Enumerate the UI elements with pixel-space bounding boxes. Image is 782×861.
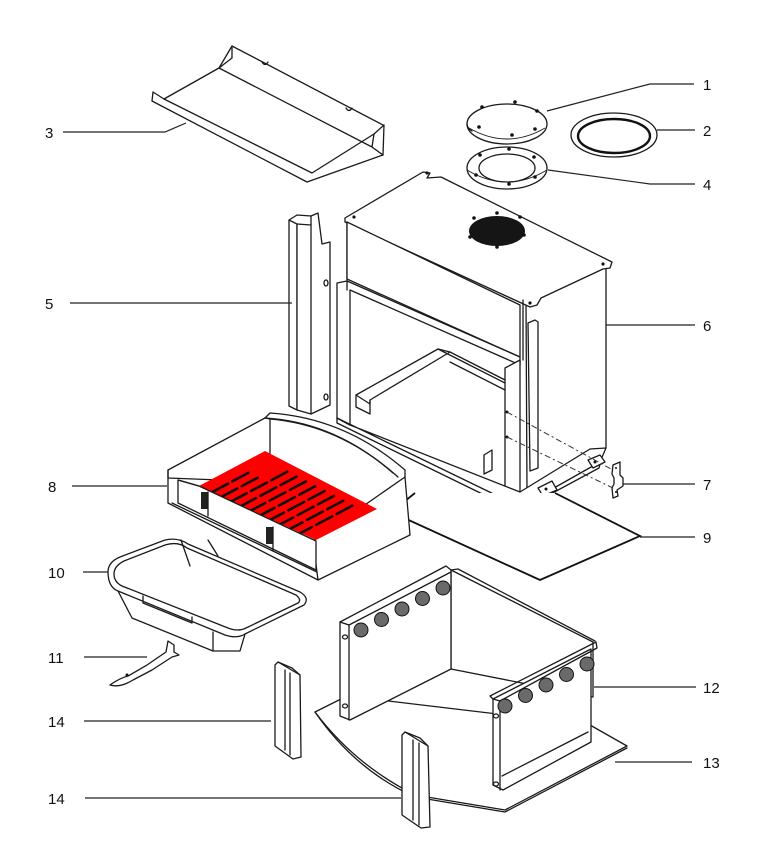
vent-icon [579, 656, 595, 672]
label-part-10: 10 [48, 565, 65, 582]
vent-icon [559, 667, 574, 682]
part-5-side-rail[interactable] [288, 212, 331, 415]
grate-slot [288, 480, 308, 492]
part-3-deflector-tray[interactable] [151, 45, 385, 183]
label-part-4: 4 [703, 177, 711, 194]
label-part-1: 1 [703, 77, 711, 94]
vent-icon [538, 677, 554, 693]
grate-slot [238, 496, 258, 508]
vent-icon [518, 688, 533, 703]
label-part-7: 7 [703, 477, 711, 494]
grate-slot [268, 490, 287, 502]
part-14-foot-upper[interactable] [274, 661, 302, 760]
grate-slot [325, 499, 345, 511]
vents-right [497, 656, 595, 714]
grate-slot [259, 486, 278, 498]
grate-slot [296, 505, 315, 517]
part-2-sealing-ring[interactable] [570, 112, 658, 158]
label-part-14a: 14 [48, 714, 65, 731]
grate-slot [314, 515, 334, 527]
part-7-bracket[interactable] [611, 461, 624, 499]
grate-slot [298, 484, 317, 496]
grate-slot [279, 475, 298, 487]
grate-slot [248, 501, 267, 513]
vent-icon [497, 698, 513, 714]
vent-icon [374, 612, 389, 627]
part-11-ash-pan-handle[interactable] [109, 640, 180, 687]
grate-slot [270, 470, 289, 482]
grate-slot [210, 482, 230, 494]
part-8-grate-assembly[interactable] [167, 412, 411, 581]
grate-slot [335, 504, 354, 516]
grate-slot [305, 510, 325, 522]
part-14-foot-lower[interactable] [401, 731, 431, 829]
grate-slot [249, 481, 269, 493]
label-part-5: 5 [45, 296, 53, 313]
grate-slot [231, 471, 250, 483]
vent-icon [394, 601, 410, 617]
part-1-cover-plate[interactable] [466, 100, 548, 145]
part-12-heat-shield[interactable] [339, 565, 598, 791]
part-9-base-plate[interactable] [399, 492, 643, 581]
label-part-9: 9 [703, 530, 711, 547]
part-4-flue-collar[interactable] [466, 146, 548, 190]
grate-slot [316, 494, 336, 506]
vent-icon [353, 622, 369, 638]
vent-icon [415, 591, 430, 606]
part-10-ash-pan[interactable] [107, 538, 307, 652]
grate-slot [229, 492, 248, 504]
label-part-11: 11 [48, 650, 64, 667]
label-part-2: 2 [703, 123, 711, 140]
label-part-3: 3 [45, 125, 53, 142]
grate-slot [220, 487, 239, 499]
grate-slot [240, 476, 259, 488]
label-part-6: 6 [703, 318, 711, 335]
grate-slot [287, 500, 306, 512]
vents-left [353, 580, 451, 638]
grate-slot [277, 495, 297, 507]
grate-highlight [199, 451, 377, 540]
part-6-firebox-body[interactable] [336, 171, 614, 511]
vent-icon [435, 580, 451, 596]
part-labels: 1 2 3 4 5 6 7 8 9 10 11 12 13 14 14 [45, 77, 720, 808]
label-part-12: 12 [703, 680, 720, 697]
label-part-8: 8 [48, 479, 56, 496]
grate-slot [307, 489, 326, 501]
leader-lines [63, 83, 696, 799]
label-part-13: 13 [703, 755, 720, 772]
label-part-14b: 14 [48, 791, 65, 808]
